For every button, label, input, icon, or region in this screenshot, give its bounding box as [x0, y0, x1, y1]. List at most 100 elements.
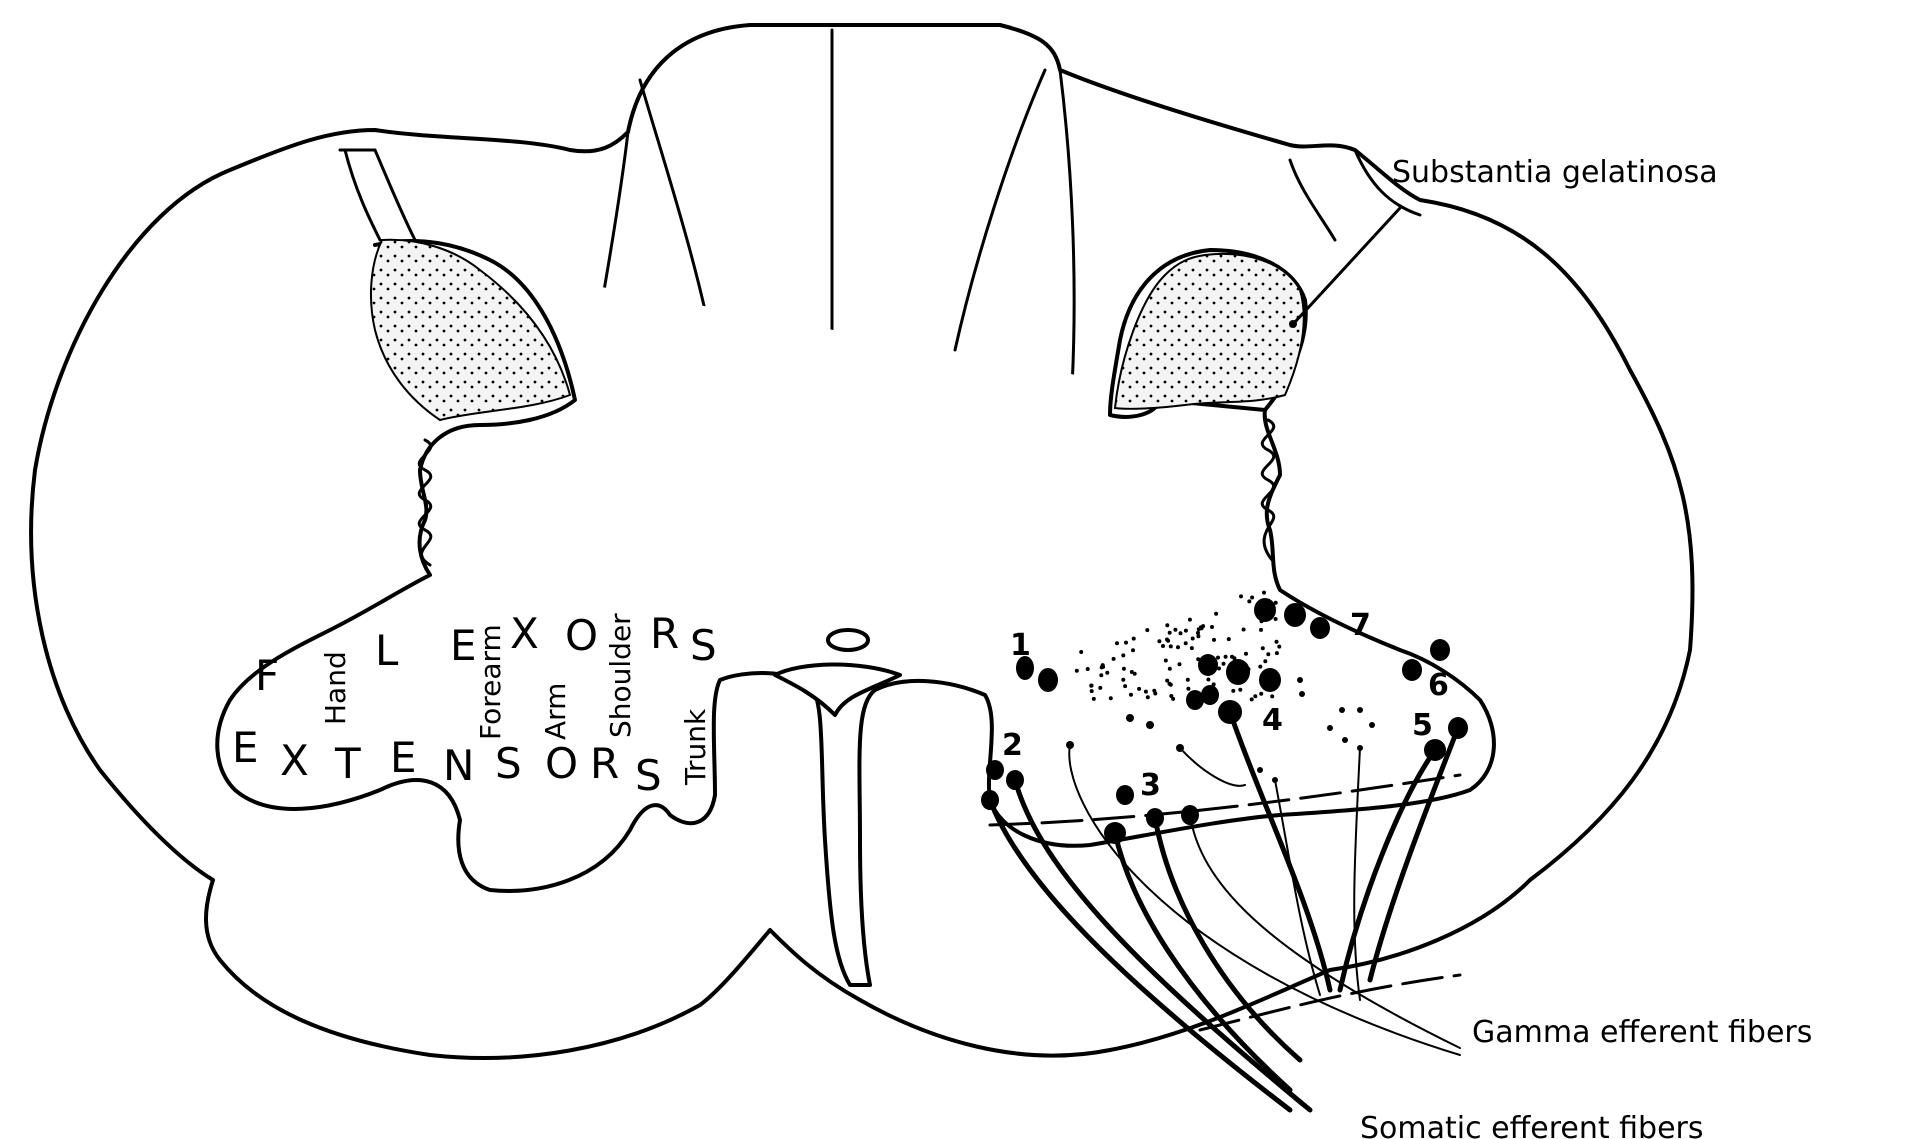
- stipple-dot: [1250, 596, 1254, 600]
- stipple-dot: [1089, 684, 1093, 688]
- gamma-neuron: [1146, 721, 1154, 729]
- motor-neuron: [1284, 603, 1306, 627]
- stipple-dot: [1238, 688, 1242, 692]
- motor-neuron: [1016, 656, 1034, 680]
- central-canal: [828, 630, 868, 650]
- stipple-dot: [1178, 662, 1182, 666]
- stipple-dot: [1190, 646, 1194, 650]
- stipple-dot: [1146, 695, 1150, 699]
- stipple-dot: [1239, 594, 1243, 598]
- stipple-dot: [1112, 657, 1116, 661]
- stipple-dot: [1262, 591, 1266, 595]
- stipple-dot: [1206, 678, 1210, 682]
- stipple-dot: [1129, 693, 1133, 697]
- stipple-dot: [1121, 678, 1125, 682]
- stipple-dot: [1131, 648, 1135, 652]
- stipple-dot: [1161, 644, 1165, 648]
- stipple-dot: [1124, 641, 1128, 645]
- motor-neuron: [1430, 639, 1450, 661]
- stipple-dot: [1165, 623, 1169, 627]
- stipple-dot: [1231, 689, 1235, 693]
- stipple-dot: [1157, 639, 1161, 643]
- stipple-dot: [1230, 655, 1234, 659]
- forearm-label: Forearm: [474, 624, 507, 740]
- somatic-efferent-label: Somatic efferent fibers: [1360, 1111, 1704, 1139]
- stipple-dot: [1164, 659, 1168, 663]
- stipple-dot: [1179, 631, 1183, 635]
- flexor-letter: E: [450, 621, 477, 670]
- stipple-dot: [1152, 689, 1156, 693]
- motor-neuron: [1226, 659, 1250, 685]
- extensor-letter: S: [495, 739, 522, 788]
- stipple-dot: [1169, 644, 1173, 648]
- gamma-neuron: [1339, 707, 1345, 713]
- motor-neuron: [1402, 659, 1422, 681]
- flexor-letter: R: [650, 609, 679, 658]
- extensor-letter: X: [280, 736, 309, 785]
- flexor-letter: X: [510, 609, 539, 658]
- stipple-dot: [1121, 653, 1125, 657]
- stipple-dot: [1079, 650, 1083, 654]
- stipple-dot: [1196, 634, 1200, 638]
- gamma-neuron: [1126, 714, 1134, 722]
- stipple-dot: [1105, 671, 1109, 675]
- extensor-letter: S: [635, 751, 662, 800]
- motor-neuron: [986, 760, 1004, 780]
- shoulder-label: Shoulder: [604, 613, 637, 738]
- stipple-dot: [1171, 697, 1175, 701]
- extensor-letter: O: [545, 739, 578, 788]
- motor-neuron: [1259, 668, 1281, 692]
- stipple-dot: [1247, 599, 1251, 603]
- stipple-dot: [1132, 637, 1136, 641]
- stipple-dot: [1130, 670, 1134, 674]
- motor-neuron: [1254, 598, 1276, 622]
- stipple-dot: [1144, 690, 1148, 694]
- stipple-dot: [1275, 640, 1279, 644]
- stipple-dot: [1266, 652, 1270, 656]
- nucleus-number: 6: [1428, 668, 1449, 703]
- stipple-dot: [1274, 617, 1278, 621]
- stipple-dot: [1173, 628, 1177, 632]
- stipple-dot: [1122, 667, 1126, 671]
- stipple-dot: [1250, 697, 1254, 701]
- stipple-dot: [1277, 645, 1281, 649]
- extensor-letter: T: [334, 739, 361, 788]
- stipple-dot: [1214, 612, 1218, 616]
- stipple-dot: [1259, 692, 1263, 696]
- substantia-gelatinosa-label: Substantia gelatinosa: [1392, 155, 1718, 190]
- stipple-dot: [1145, 628, 1149, 632]
- stipple-dot: [1184, 629, 1188, 633]
- stipple-dot: [1212, 638, 1216, 642]
- stipple-dot: [1115, 641, 1119, 645]
- stipple-dot: [1258, 665, 1262, 669]
- stipple-dot: [1196, 631, 1200, 635]
- stipple-dot: [1275, 651, 1279, 655]
- substantia-leader-dot: [1289, 320, 1297, 328]
- stipple-dot: [1244, 652, 1248, 656]
- stipple-dot: [1186, 687, 1190, 691]
- gamma-neuron: [1369, 722, 1375, 728]
- stipple-dot: [1242, 628, 1246, 632]
- trunk-label: Trunk: [679, 708, 712, 786]
- stipple-dot: [1210, 625, 1214, 629]
- motor-neuron: [1310, 617, 1330, 639]
- flexor-letter: O: [565, 611, 598, 660]
- flexor-letter: S: [690, 621, 717, 670]
- stipple-dot: [1165, 638, 1169, 642]
- stipple-dot: [1201, 624, 1205, 628]
- stipple-dot: [1253, 694, 1257, 698]
- stipple-dot: [1168, 682, 1172, 686]
- stipple-dot: [1137, 687, 1141, 691]
- stipple-dot: [1176, 645, 1180, 649]
- stipple-dot: [1098, 686, 1102, 690]
- stipple-dot: [1086, 667, 1090, 671]
- nucleus-number: 2: [1002, 728, 1023, 763]
- stipple-dot: [1168, 631, 1172, 635]
- motor-neuron: [1116, 785, 1134, 805]
- flexor-letter: F: [255, 651, 279, 700]
- nucleus-number: 3: [1140, 768, 1161, 803]
- stipple-dot: [1227, 637, 1231, 641]
- nucleus-number: 7: [1350, 608, 1371, 643]
- nucleus-number: 5: [1412, 708, 1433, 743]
